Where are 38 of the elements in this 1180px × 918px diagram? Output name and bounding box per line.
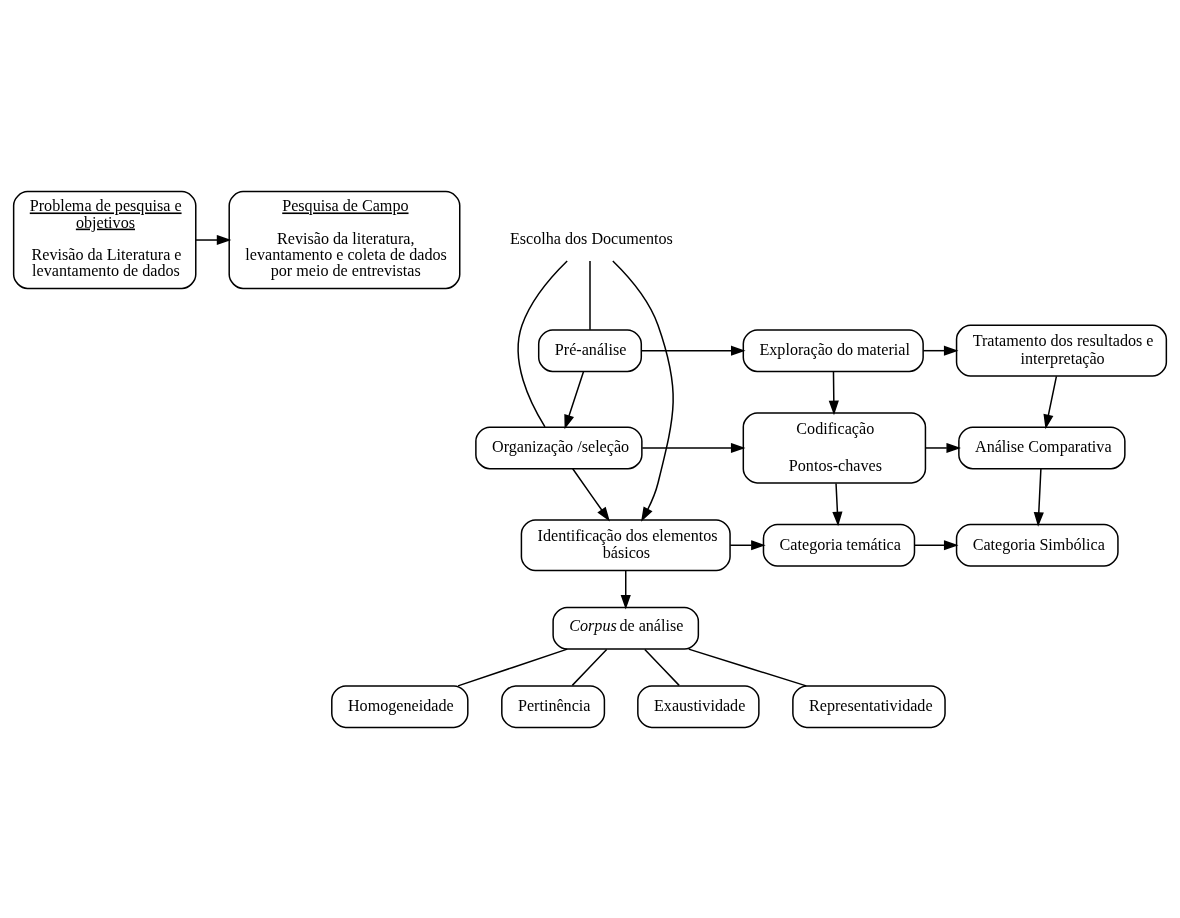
node-box: Análise Comparativa xyxy=(958,425,1126,469)
node-box: Exaustividade xyxy=(637,684,760,728)
arrow xyxy=(1043,375,1058,429)
node-box: Categoria Simbólica xyxy=(955,523,1119,567)
node-box: Corpus de análise xyxy=(552,606,700,650)
node-box: Pré-análise xyxy=(537,328,643,372)
arrow xyxy=(564,370,585,429)
node-box: Identificação dos elementos básicos xyxy=(520,518,731,571)
node-box: Tratamento dos resultados e interpretação xyxy=(955,324,1168,377)
arrow xyxy=(641,442,746,453)
node-box: Representatividade xyxy=(792,684,946,728)
connector xyxy=(589,259,591,331)
node-box: Pesquisa de Campo Revisão da literatura, levantamento e coleta de dados por meio de entrevistas xyxy=(228,190,461,289)
arrow xyxy=(572,467,610,522)
arrow xyxy=(729,539,766,550)
arrow xyxy=(832,482,843,526)
node-box: Pertinência xyxy=(501,684,606,728)
node-box: Problema de pesquisa e objetivos Revisão da Literatura e levantamento de dados xyxy=(12,190,197,289)
node-box: Categoria temática xyxy=(762,523,916,567)
arrow xyxy=(195,234,232,245)
node-text: Escolha dos Documentos xyxy=(509,229,673,247)
node-box: Organização /seleção xyxy=(475,425,643,469)
arrow xyxy=(828,370,839,415)
connector xyxy=(457,647,568,687)
arrow xyxy=(620,569,631,609)
arrow xyxy=(612,259,674,522)
connector xyxy=(687,647,807,687)
arrow xyxy=(913,539,959,550)
node-box: Homogeneidade xyxy=(331,684,469,728)
arrow xyxy=(640,345,746,356)
arrow xyxy=(922,345,959,356)
connector xyxy=(571,648,608,686)
arrow xyxy=(924,442,961,453)
node-box: Exploração do material xyxy=(742,328,924,372)
arrow xyxy=(1033,467,1044,527)
connector xyxy=(644,648,680,686)
connector xyxy=(517,259,568,428)
node-box: Codificação Pontos-chaves xyxy=(742,411,927,484)
